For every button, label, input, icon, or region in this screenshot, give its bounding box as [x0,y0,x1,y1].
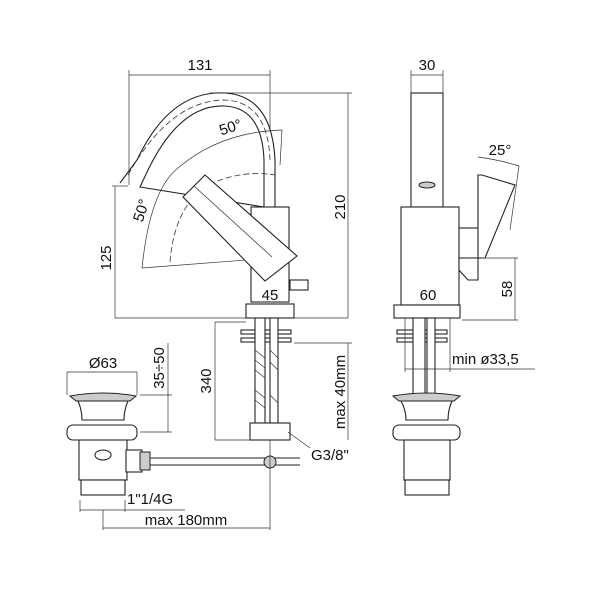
drain-cap [68,392,138,402]
knob [289,279,309,291]
front-view: 131 210 125 50° 50° 45 [98,57,352,464]
spout-side [410,92,444,208]
dim-label-30: 30 [419,57,436,74]
dim-label-thread: 1"1/4G [127,491,173,508]
dim-label-diameter-63: Ø63 [89,355,117,372]
dim-label-125: 125 [98,245,115,270]
dim-label-35-50: 35÷50 [151,347,168,389]
dim-label-max-40mm: max 40mm [332,355,349,429]
spout [119,92,276,208]
logo-mark [94,449,112,461]
dim-label-131: 131 [187,57,212,74]
lever-side [477,174,516,259]
angle-label-lever: 50° [130,197,153,224]
dim-label-45: 45 [262,287,279,304]
dim-131: 131 [128,57,271,185]
dim-label-max-180mm: max 180mm [145,512,228,529]
dim-label-210: 210 [332,194,349,219]
drain-view: Ø63 35÷50 1"1/4G max 180mm [66,343,300,530]
dim-210: 210 [210,92,352,318]
side-view: 30 25° 60 58 min ø33,5 [391,57,535,496]
dim-label-340: 340 [198,368,215,393]
angle-label-spout: 50° [217,116,244,139]
body-side [400,206,460,306]
dim-label-60: 60 [420,287,437,304]
drain-cap-side [391,392,462,402]
dim-125: 125 [98,185,348,319]
angle-label-25: 25° [489,142,512,159]
nut [249,422,291,441]
mounting-shanks [240,317,292,441]
dim-label-58: 58 [499,281,516,298]
label-g3-8: G3/8" [311,447,349,464]
dim-label-min-hole: min ø33,5 [452,351,519,368]
base-plate [245,303,295,319]
base-plate-side [393,304,461,319]
drain-flange [66,424,138,441]
aerator [418,181,436,189]
